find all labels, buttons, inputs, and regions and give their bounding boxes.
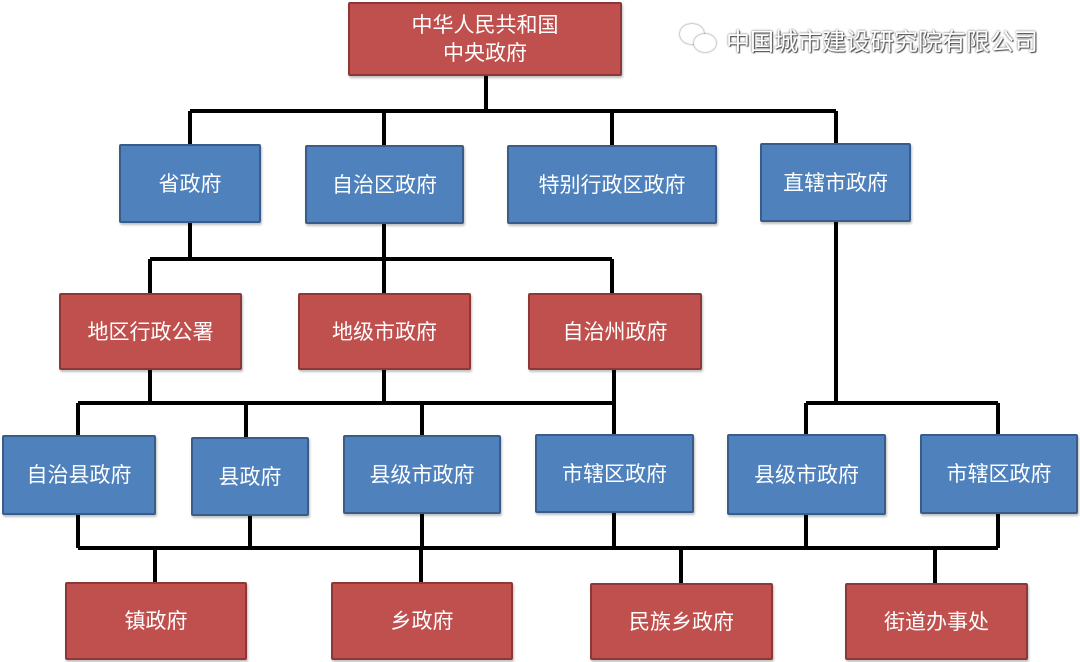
wechat-icon [680,23,720,56]
autonomous-county-box: 自治县政府 [2,435,156,515]
municipal-district-box: 市辖区政府 [920,434,1078,514]
township-box: 乡政府 [331,582,513,660]
central-title-line1: 中华人民共和国 [411,13,559,37]
city-district-box: 市辖区政府 [535,434,694,513]
central-title-line2: 中央政府 [443,41,527,65]
municipality-box: 直辖市政府 [760,143,911,222]
county-box: 县政府 [191,437,309,516]
watermark: 中国城市建设研究院有限公司 [680,22,1038,57]
town-box: 镇政府 [65,582,247,660]
autonomous-prefecture-box: 自治州政府 [528,293,702,370]
autonomous-region-box: 自治区政府 [305,145,464,224]
municipal-county-city-box: 县级市政府 [727,434,886,515]
county-city-box: 县级市政府 [343,435,501,514]
watermark-text: 中国城市建设研究院有限公司 [726,28,1038,56]
province-box: 省政府 [119,144,261,223]
prefecture-city-box: 地级市政府 [298,293,471,370]
ethnic-township-box: 民族乡政府 [590,583,773,660]
central-government-box: 中华人民共和国 中央政府 [348,2,622,76]
prefecture-office-box: 地区行政公署 [59,293,242,370]
sar-box: 特别行政区政府 [507,145,717,224]
subdistrict-office-box: 街道办事处 [845,583,1028,660]
